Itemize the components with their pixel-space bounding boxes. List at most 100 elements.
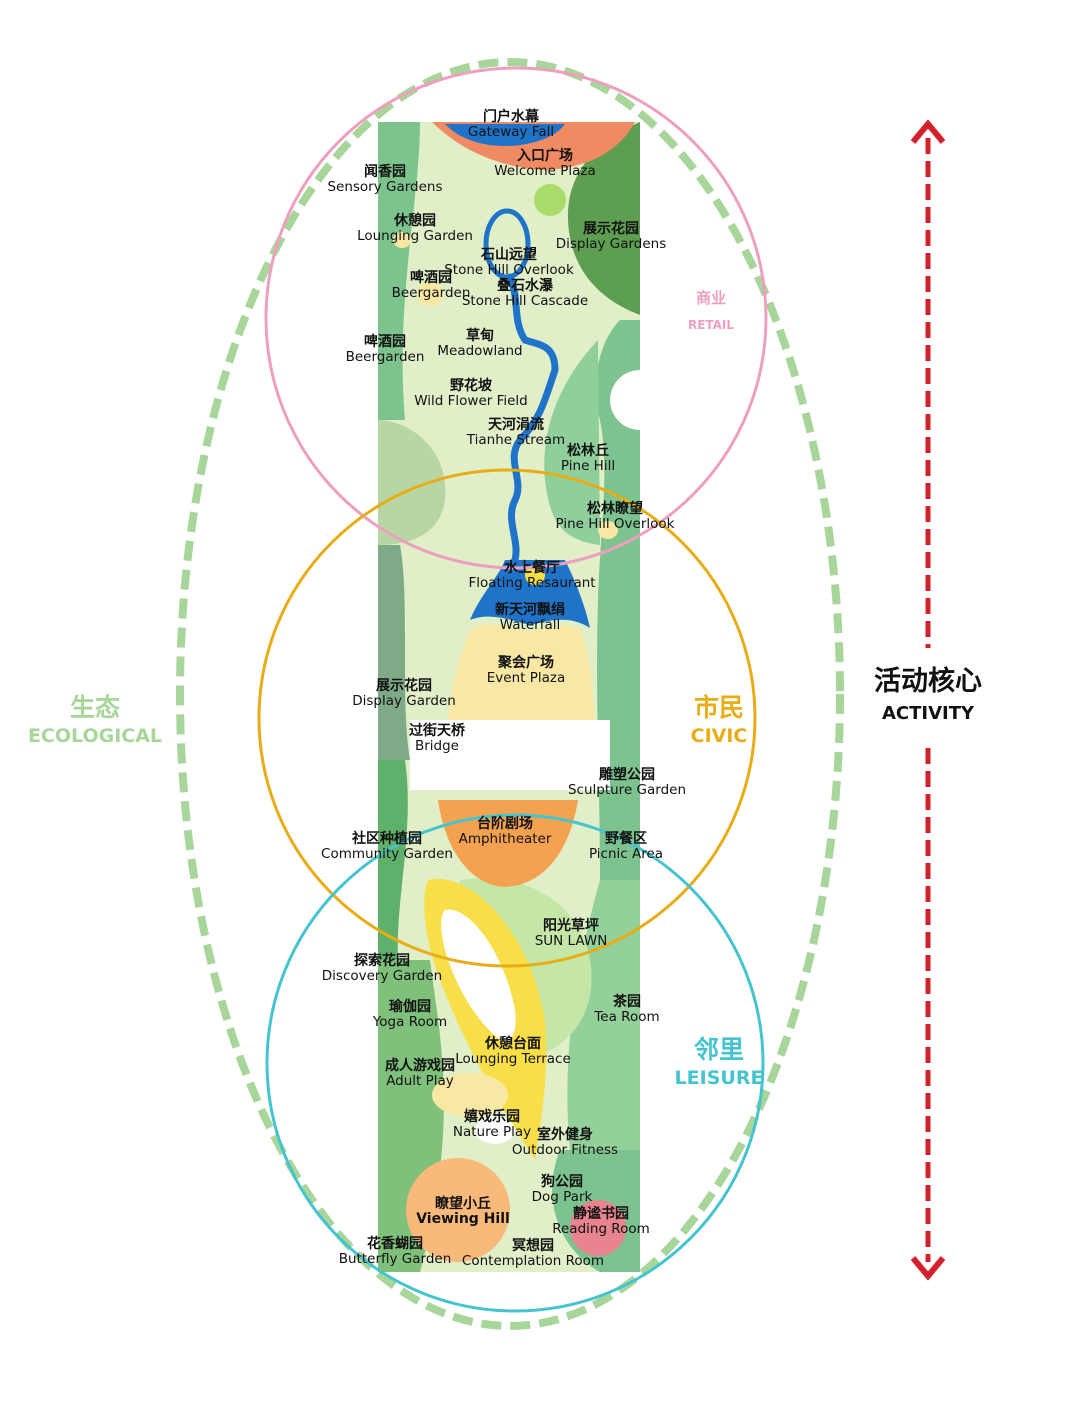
dog-park-zh: 狗公园: [541, 1173, 583, 1190]
left-green-band-top: [378, 122, 420, 420]
outdoor-fitness-zh: 室外健身: [537, 1126, 593, 1143]
sun-lawn-zh: 阳光草坪: [543, 917, 599, 934]
civic-label-en: CIVIC: [691, 725, 748, 747]
lounging-terrace-zh: 休憩台面: [484, 1035, 541, 1052]
place-labels: 门户水幕 Gateway Fall 入口广场 Welcome Plaza 闻香园…: [321, 108, 686, 1269]
floating-restaurant-dot: [525, 565, 545, 585]
sun-lawn-en: SUN LAWN: [535, 933, 608, 949]
nature-play-oval: [475, 1116, 515, 1144]
activity-arrow-up-icon: [910, 119, 946, 144]
welcome-plaza-zh: 入口广场: [517, 147, 573, 164]
pine-hill-overlook-zh: 松林瞭望: [587, 500, 643, 517]
sculpture-garden-zh: 雕塑公园: [599, 766, 655, 783]
display-gardens-zh: 展示花园: [583, 220, 639, 237]
civic-label-zh: 市民: [694, 693, 744, 722]
waterfall-zh: 新天河飘绢: [495, 601, 565, 618]
reading-room-zh: 静谧书园: [573, 1205, 629, 1222]
sculpture-garden-en: Sculpture Garden: [568, 782, 686, 798]
discovery-garden-en: Discovery Garden: [322, 968, 442, 984]
right-notch: [610, 370, 670, 430]
sensory-gardens-zh: 闻香园: [364, 163, 406, 180]
stone-hill-cascade-zh: 叠石水瀑: [497, 277, 554, 294]
event-plaza-zh: 聚会广场: [497, 654, 554, 671]
display-garden-en: Display Garden: [352, 693, 456, 709]
bridge-gap: [410, 720, 610, 790]
activity-label-en: ACTIVITY: [882, 703, 975, 724]
park-plan: [378, 122, 670, 1272]
zone-circles: [176, 58, 844, 1330]
viewing-hill-circle: [406, 1158, 510, 1262]
nature-play-zh: 嬉戏乐园: [464, 1108, 520, 1125]
community-garden-en: Community Garden: [321, 846, 453, 862]
activity-arrow-down-icon: [910, 1256, 946, 1281]
yoga-room-en: Yoga Room: [372, 1014, 447, 1030]
floating-restaurant-en: Floating Resaurant: [468, 575, 595, 591]
left-grey-strip: [378, 545, 410, 760]
adult-play-oval: [432, 1073, 508, 1117]
amphitheater-en: Amphitheater: [459, 831, 552, 847]
wild-flower-field-zh: 野花坡: [450, 377, 493, 394]
bridge-en: Bridge: [415, 738, 459, 754]
ecological-label-en: ECOLOGICAL: [28, 725, 162, 747]
display-garden-zh: 展示花园: [376, 677, 432, 694]
meadowland-en: Meadowland: [437, 343, 522, 359]
activity-axis: 活动核心 ACTIVITY: [874, 119, 982, 1281]
butterfly-garden-zh: 花香蝴园: [367, 1235, 423, 1252]
lounging-garden-zh: 休憩园: [393, 212, 436, 229]
dot-lounging: [393, 232, 411, 248]
community-garden-zh: 社区种植园: [351, 830, 422, 847]
contemplation-room-zh: 冥想园: [512, 1237, 554, 1254]
picnic-area-en: Picnic Area: [589, 846, 663, 862]
yoga-room-zh: 瑜伽园: [389, 998, 431, 1015]
retail-label-en: RETAIL: [688, 318, 734, 332]
beergarden-1-en: Beergarden: [392, 285, 471, 301]
outdoor-fitness-en: Outdoor Fitness: [512, 1142, 618, 1158]
lime-circle: [534, 184, 566, 216]
gateway-fall-zh: 门户水幕: [483, 108, 540, 125]
leisure-label-zh: 邻里: [694, 1035, 744, 1064]
welcome-plaza-en: Welcome Plaza: [494, 163, 596, 179]
adult-play-en: Adult Play: [386, 1073, 454, 1089]
tea-room-zh: 茶园: [612, 993, 641, 1010]
dog-park-en: Dog Park: [532, 1189, 593, 1205]
beergarden-2-zh: 啤酒园: [364, 333, 406, 350]
civic-zone-circle: [257, 468, 757, 968]
retail-zone-circle: [264, 66, 768, 570]
wild-flower-field-en: Wild Flower Field: [414, 393, 528, 409]
retail-label-zh: 商业: [696, 289, 726, 307]
picnic-area-zh: 野餐区: [605, 830, 647, 847]
contemplation-room-en: Contemplation Room: [462, 1253, 604, 1269]
reading-room-en: Reading Room: [552, 1221, 650, 1237]
discovery-garden-zh: 探索花园: [354, 952, 410, 969]
waterfall-shape: [470, 560, 590, 628]
gateway-fall-water: [445, 124, 565, 146]
ecological-zone-ellipse: [176, 58, 844, 1330]
nature-play-en: Nature Play: [453, 1124, 531, 1140]
dot-beergarden: [417, 282, 443, 306]
adult-play-zh: 成人游戏园: [385, 1057, 455, 1074]
event-plaza-en: Event Plaza: [487, 670, 566, 686]
dot-pine-overlook: [598, 521, 618, 539]
amphitheater-shape: [438, 800, 578, 887]
amphitheater-zh: 台阶剧场: [477, 815, 533, 832]
pine-hill-zh: 松林丘: [567, 442, 609, 459]
zone-labels: 商业 RETAIL 生态 ECOLOGICAL 市民 CIVIC 邻里 LEIS…: [28, 289, 763, 1089]
lounging-terrace-en: Lounging Terrace: [455, 1051, 571, 1067]
beergarden-1-zh: 啤酒园: [410, 269, 452, 286]
leisure-label-en: LEISURE: [675, 1067, 764, 1089]
leisure-zone-circle: [265, 813, 765, 1313]
beergarden-2-en: Beergarden: [346, 349, 425, 365]
display-gardens-en: Display Gardens: [556, 236, 667, 252]
butterfly-garden-en: Butterfly Garden: [339, 1251, 452, 1267]
tianhe-stream-en: Tianhe Stream: [466, 432, 565, 448]
pine-hill-zone: [544, 340, 600, 545]
floating-restaurant-zh: 水上餐厅: [504, 559, 560, 576]
pine-hill-overlook-en: Pine Hill Overlook: [555, 516, 674, 532]
activity-label-zh: 活动核心: [874, 665, 982, 697]
meadowland-zh: 草甸: [466, 327, 494, 344]
stone-hill-overlook-en: Stone Hill Overlook: [444, 262, 574, 278]
viewing-hill-zh: 瞭望小丘: [435, 1195, 491, 1212]
right-dark-green-top: [567, 122, 640, 315]
gateway-fall-en: Gateway Fall: [468, 124, 554, 140]
